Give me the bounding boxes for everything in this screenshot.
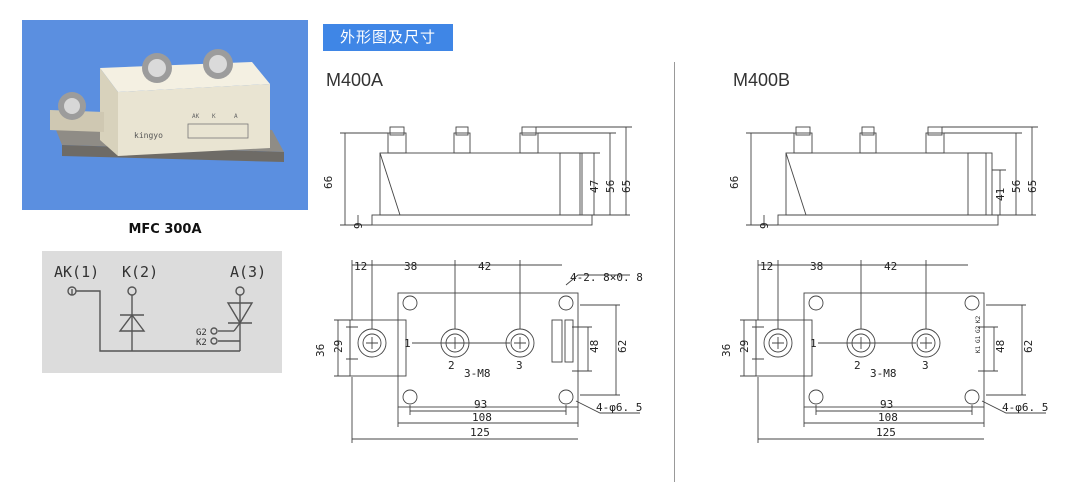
label-k2: K2: [196, 338, 207, 348]
drawing-m400a: 66 9 47 56 65 12 38 42 36 29 48 62 93 10…: [314, 126, 643, 443]
dim-36-b: 36: [720, 344, 733, 357]
label-a: A(3): [230, 263, 266, 281]
terminal-1: 1: [404, 337, 411, 350]
dim-42: 42: [478, 260, 491, 273]
section-title: 外形图及尺寸: [323, 24, 453, 51]
dim-29-b: 29: [738, 340, 751, 353]
product-photo: kingyo AK K A: [22, 20, 308, 210]
terminal-label-a: A: [234, 113, 238, 120]
dim-93-b: 93: [880, 398, 893, 411]
dim-36: 36: [314, 344, 327, 357]
model-title-b: M400B: [733, 70, 791, 90]
note-pins: 4-2. 8×0. 8: [570, 271, 643, 284]
dim-side-47: 47: [588, 180, 601, 193]
tab-label-g2: G2: [975, 325, 982, 333]
dim-62-b: 62: [1022, 340, 1035, 353]
terminal-label-ak: AK: [192, 113, 200, 120]
dim-side-66: 66: [322, 176, 335, 189]
dim-side-66-b: 66: [728, 176, 741, 189]
dim-side-41-b: 41: [994, 188, 1007, 201]
terminal-2-b: 2: [854, 359, 861, 372]
dim-93: 93: [474, 398, 487, 411]
dim-12: 12: [354, 260, 367, 273]
terminal-2: 2: [448, 359, 455, 372]
note-screws-b: 3-M8: [870, 367, 897, 380]
note-screws: 3-M8: [464, 367, 491, 380]
divider: [674, 62, 675, 482]
label-g2: G2: [196, 328, 207, 338]
terminal-label-k: K: [212, 113, 216, 120]
circuit-schematic: AK(1) K(2) A(3) G2 K2: [42, 251, 282, 373]
dim-side-56-b: 56: [1010, 180, 1023, 193]
terminal-3-b: 3: [922, 359, 929, 372]
drawing-m400b: 66 9 41 56 65 12 38 42 36 29 48 62 93 10…: [720, 126, 1048, 443]
tab-label-k2: K2: [975, 315, 982, 323]
dim-side-65: 65: [620, 180, 633, 193]
dim-29: 29: [332, 340, 345, 353]
module-illustration: kingyo AK K A: [50, 49, 284, 162]
label-ak: AK(1): [54, 263, 99, 281]
dim-side-65-b: 65: [1026, 180, 1039, 193]
dim-42-b: 42: [884, 260, 897, 273]
note-holes: 4-φ6. 5: [596, 401, 642, 414]
model-title-a: M400A: [326, 70, 384, 90]
dim-12-b: 12: [760, 260, 773, 273]
dim-125: 125: [470, 426, 490, 439]
dim-62: 62: [616, 340, 629, 353]
dim-side-56: 56: [604, 180, 617, 193]
tab-label-g1: G1: [975, 335, 982, 343]
dim-38-b: 38: [810, 260, 823, 273]
terminal-3: 3: [516, 359, 523, 372]
dim-side-9: 9: [352, 222, 365, 229]
dim-125-b: 125: [876, 426, 896, 439]
dim-108: 108: [472, 411, 492, 424]
tab-label-k1: K1: [975, 345, 982, 353]
dim-48-b: 48: [994, 340, 1007, 353]
note-holes-b: 4-φ6. 5: [1002, 401, 1048, 414]
brand-label: kingyo: [134, 131, 163, 140]
dim-108-b: 108: [878, 411, 898, 424]
dim-48: 48: [588, 340, 601, 353]
dim-side-9-b: 9: [758, 222, 771, 229]
dim-38: 38: [404, 260, 417, 273]
photo-caption: MFC 300A: [128, 222, 202, 237]
label-k: K(2): [122, 263, 158, 281]
terminal-1-b: 1: [810, 337, 817, 350]
